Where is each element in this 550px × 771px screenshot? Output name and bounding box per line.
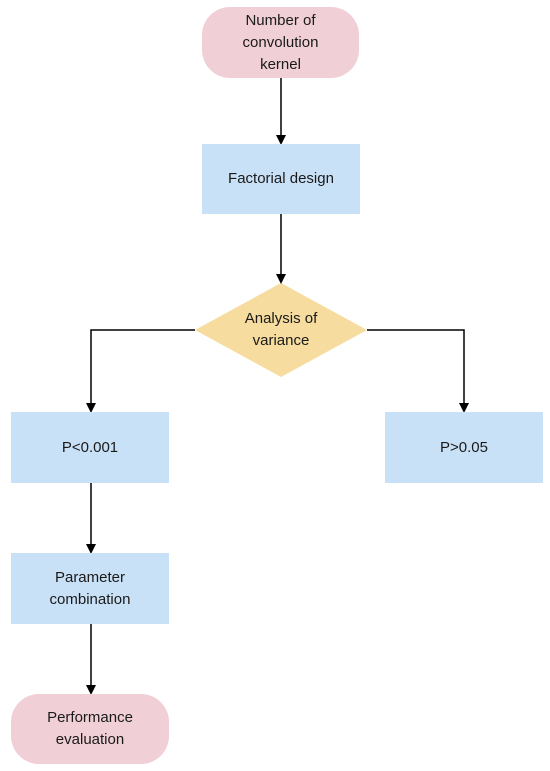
node-parameter-combination-label: Parameter combination <box>49 568 131 608</box>
connector-anova-to-p-low <box>86 329 195 413</box>
node-parameter-combination: Parameter combination <box>11 553 169 624</box>
node-start: Number of convolution kernel <box>202 7 359 78</box>
node-end: Performance evaluation <box>11 694 169 764</box>
node-p-low-label: P<0.001 <box>61 438 119 456</box>
node-factorial-design: Factorial design <box>202 144 360 214</box>
node-p-high: P>0.05 <box>385 412 543 483</box>
node-factorial-design-label: Factorial design <box>228 170 334 187</box>
connector-anova-to-p-high <box>367 329 469 413</box>
node-analysis-of-variance-label: Analysis of variance <box>244 310 318 349</box>
node-p-high-label: P>0.05 <box>440 438 488 456</box>
node-analysis-of-variance: Analysis of variance <box>215 300 347 360</box>
node-start-label: Number of convolution kernel <box>242 11 319 73</box>
node-end-label: Performance evaluation <box>47 709 133 748</box>
decision-diamond <box>195 283 367 377</box>
node-p-low: P<0.001 <box>11 412 169 483</box>
